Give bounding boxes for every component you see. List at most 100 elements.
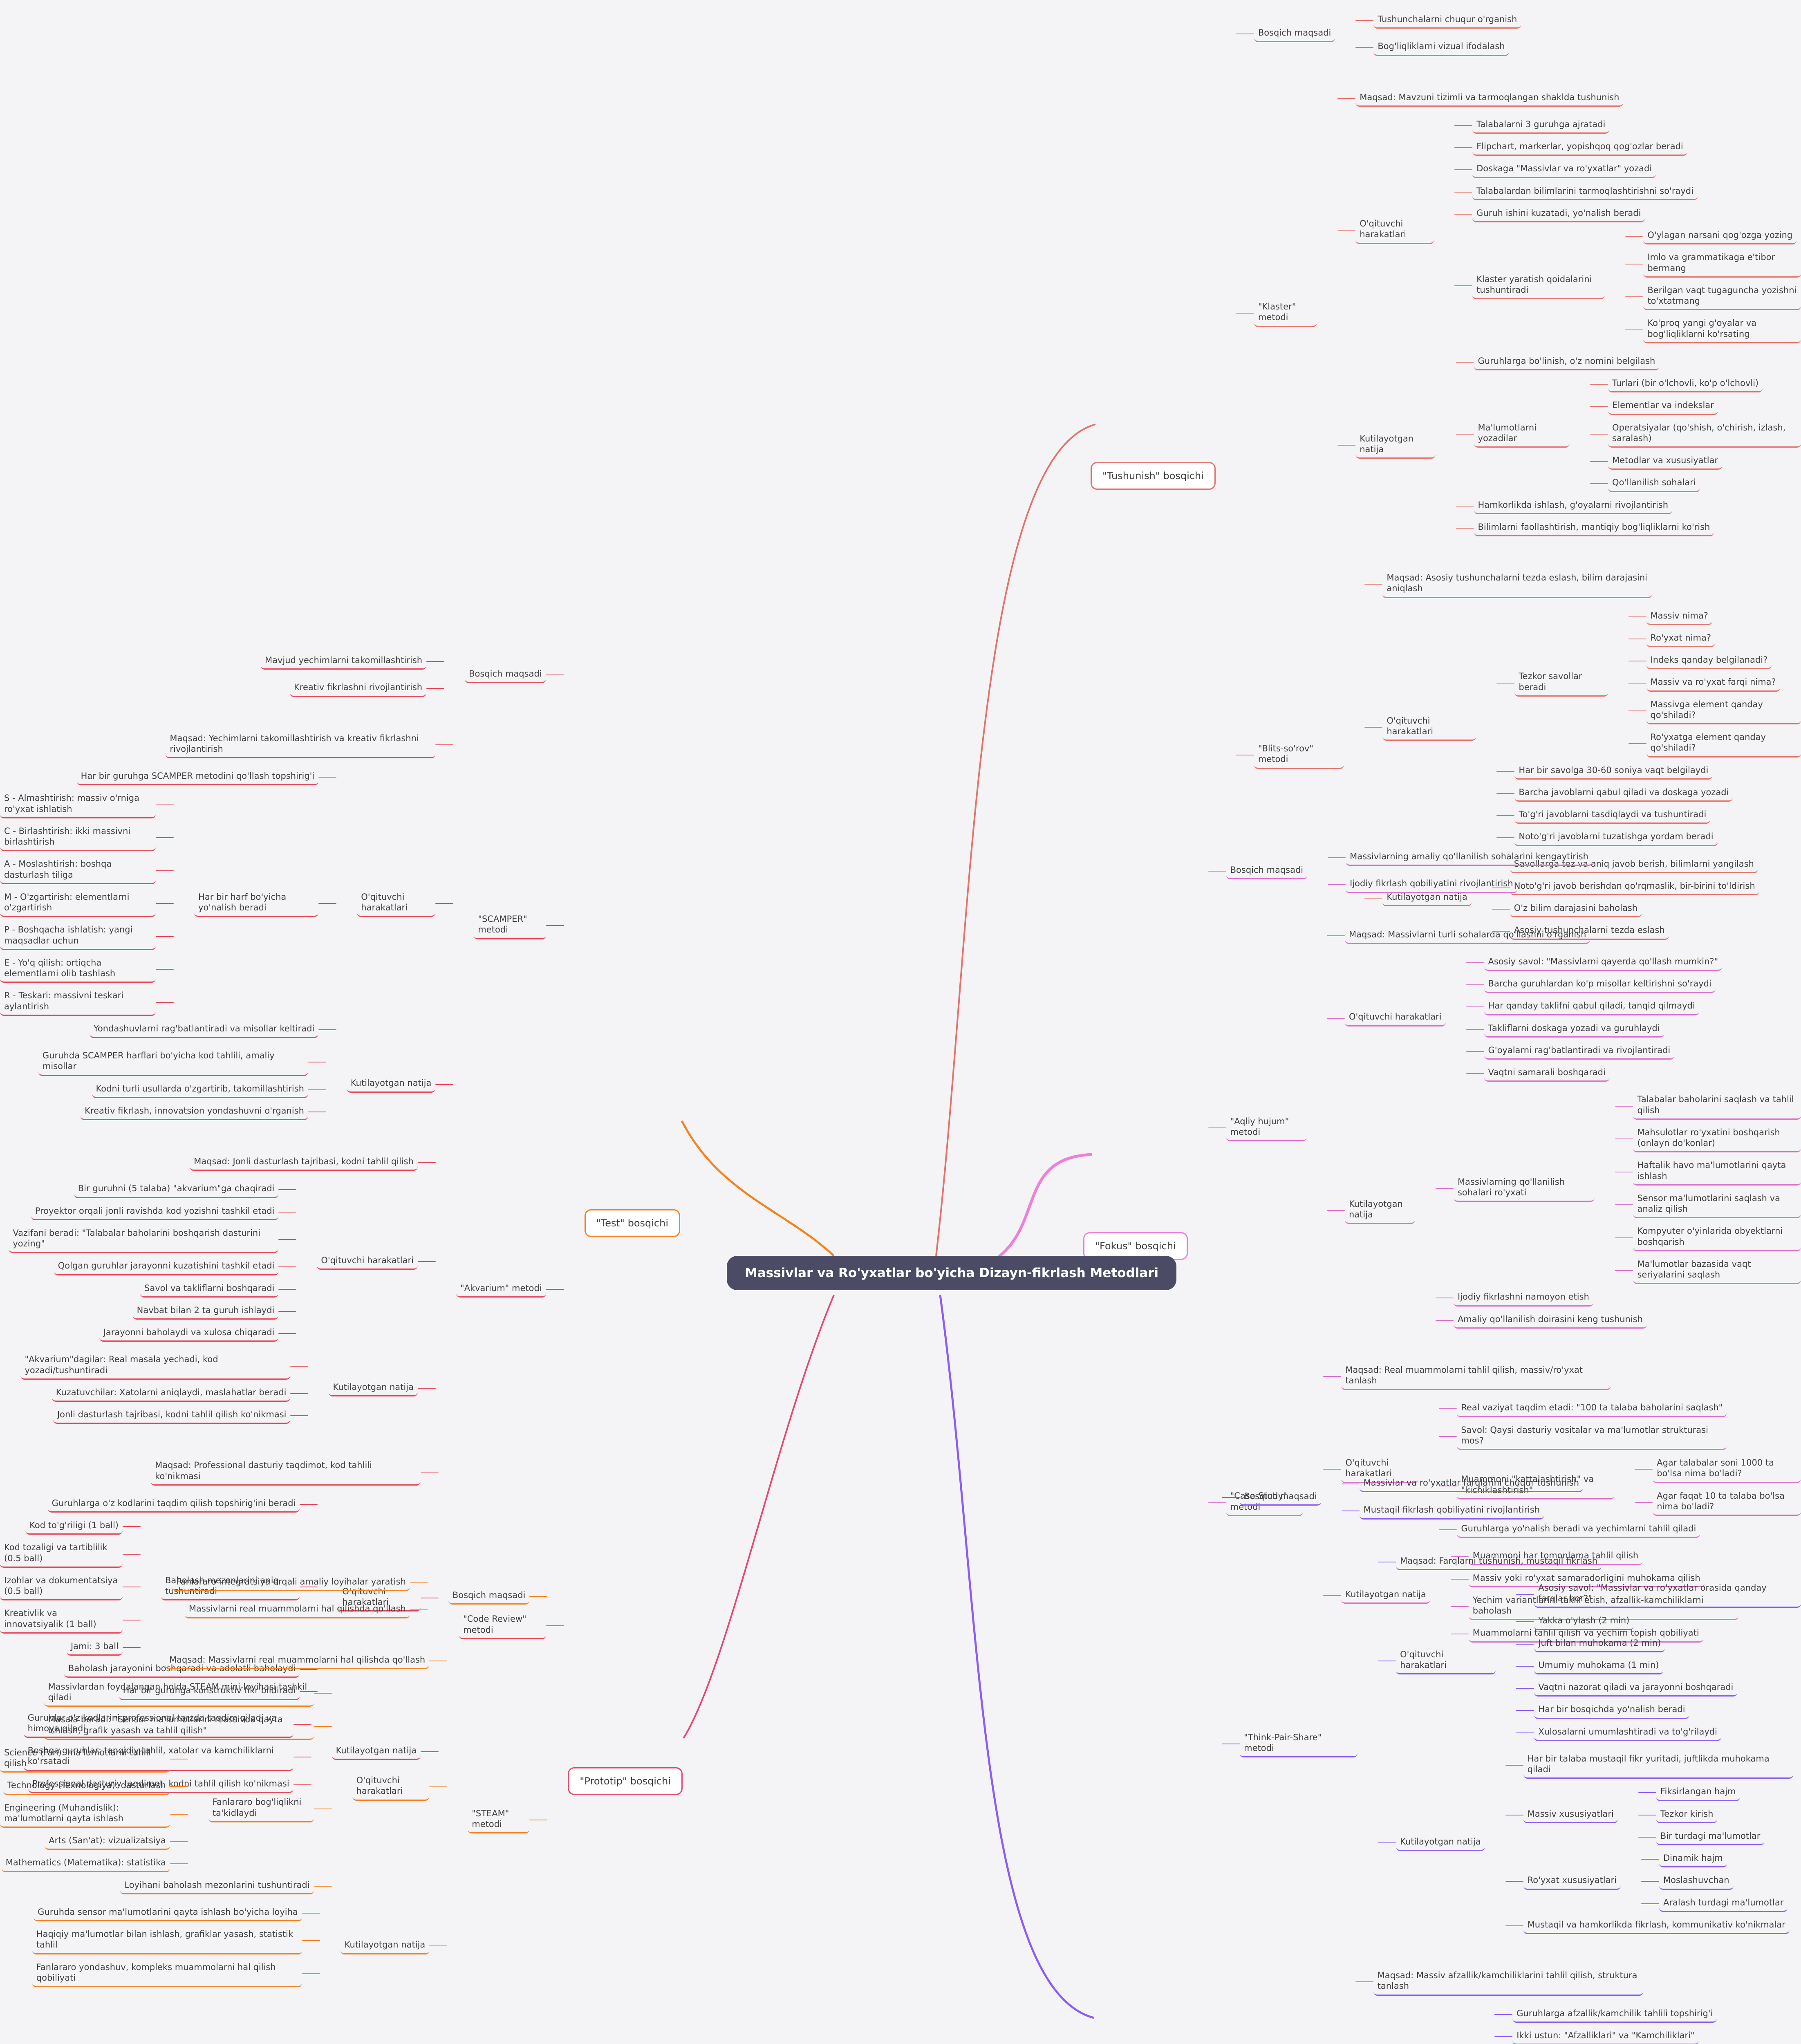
mindmap-node[interactable]: O'ylagan narsani qog'ozga yozing [1643,228,1797,245]
mindmap-node[interactable]: Guruhda SCAMPER harflari bo'yicha kod ta… [38,1049,308,1076]
mindmap-node[interactable]: Umumiy muhokama (1 min) [1534,1658,1663,1674]
mindmap-node[interactable]: Bosqich maqsadi [465,667,546,684]
mindmap-node[interactable]: R - Teskari: massivni teskari aylantiris… [0,988,156,1016]
mindmap-node[interactable]: "Akvarium"dagilar: Real masala yechadi, … [20,1352,291,1380]
mindmap-node[interactable]: Maqsad: Jonli dasturlash tajribasi, kodn… [190,1154,418,1171]
branch-box-fokus[interactable]: "Fokus" bosqichi [1083,1232,1188,1260]
mindmap-node[interactable]: "SCAMPER" metodi [474,912,546,939]
mindmap-node[interactable]: Sensor ma'lumotlarini saqlash va analiz … [1633,1191,1801,1219]
mindmap-node[interactable]: Maqsad: Massiv afzallik/kamchiliklarini … [1373,1968,1643,1996]
mindmap-node[interactable]: Guruhlarga bo'linish, o'z nomini belgila… [1474,354,1660,370]
mindmap-node[interactable]: Real vaziyat taqdim etadi: "100 ta talab… [1457,1401,1727,1417]
mindmap-node[interactable]: Bir guruhni (5 talaba) "akvarium"ga chaq… [74,1181,279,1198]
mindmap-node[interactable]: Qolgan guruhlar jarayonni kuzatishini ta… [54,1259,279,1275]
mindmap-node[interactable]: Massivga element qanday qo'shiladi? [1646,697,1801,724]
mindmap-node[interactable]: Ko'proq yangi g'oyalar va bog'liqliklarn… [1643,316,1801,343]
mindmap-node[interactable]: Moslashuvchan [1659,1873,1734,1890]
mindmap-node[interactable]: Mustaqil fikrlash qobiliyatini rivojlant… [1359,1503,1544,1520]
mindmap-node[interactable]: Kodni turli usullarda o'zgartirib, takom… [92,1082,308,1098]
mindmap-node[interactable]: Mahsulotlar ro'yxatini boshqarish (onlay… [1633,1125,1801,1153]
mindmap-node[interactable]: Massivlar va ro'yxatlar farqlarini chuqu… [1359,1476,1584,1493]
mindmap-node[interactable]: Arts (San'at): vizualizatsiya [45,1833,170,1850]
mindmap-node[interactable]: Maqsad: Professional dasturiy taqdimot, … [151,1458,421,1486]
mindmap-node[interactable]: Savol: Qaysi dasturiy vositalar va ma'lu… [1457,1423,1727,1450]
mindmap-node[interactable]: Yondashuvlarni rag'batlantiradi va misol… [89,1022,319,1038]
mindmap-node[interactable]: Maqsad: Massivlarni turli sohalarda qo'l… [1344,928,1590,944]
mindmap-node[interactable]: Ikki ustun: "Afzalliklari" va "Kamchilik… [1512,2028,1699,2044]
mindmap-node[interactable]: Hamkorlikda ishlash, g'oyalarni rivojlan… [1474,498,1673,514]
mindmap-node[interactable]: Massiv nima? [1646,609,1712,625]
mindmap-node[interactable]: O'qituvchi harakatlari [1396,1647,1496,1674]
mindmap-node[interactable]: Berilgan vaqt tugaguncha yozishni to'xta… [1643,283,1801,311]
mindmap-node[interactable]: Juft bilan muhokama (2 min) [1534,1636,1665,1652]
mindmap-node[interactable]: Talabalar baholarini saqlash va tahlil q… [1633,1092,1801,1120]
mindmap-node[interactable]: Technology (Texnologiya): dasturlash [3,1778,170,1795]
mindmap-node[interactable]: Har bir harf bo'yicha yo'nalish beradi [194,890,319,917]
mindmap-node[interactable]: Guruhlarga yo'nalish beradi va yechimlar… [1457,1522,1700,1538]
mindmap-node[interactable]: Guruh ishini kuzatadi, yo'nalish beradi [1472,206,1645,222]
mindmap-node[interactable]: "Blits-so'rov" metodi [1254,742,1344,769]
mindmap-node[interactable]: Fanlararo bog'liqlikni ta'kidlaydi [208,1795,314,1822]
mindmap-node[interactable]: Massivlarni real muammolarni hal qilishd… [184,1602,410,1618]
mindmap-node[interactable]: Massiv va ro'yxat farqi nima? [1646,675,1780,692]
mindmap-node[interactable]: Tezkor savollar beradi [1514,669,1608,697]
mindmap-node[interactable]: Kreativ fikrlash, innovatsion yondashuvn… [81,1104,308,1120]
mindmap-node[interactable]: Haftalik havo ma'lumotlarini qayta ishla… [1633,1158,1801,1186]
mindmap-node[interactable]: Fanlararo integratsiya orqali amaliy loy… [172,1575,410,1591]
mindmap-node[interactable]: Jonli dasturlash tajribasi, kodni tahlil… [53,1407,291,1424]
mindmap-node[interactable]: Kuzatuvchilar: Xatolarni aniqlaydi, masl… [52,1385,291,1402]
mindmap-node[interactable]: Bosqich maqsadi [448,1588,530,1605]
mindmap-node[interactable]: Kutilayotgan natija [329,1380,418,1396]
mindmap-node[interactable]: O'qituvchi harakatlari [1382,714,1476,741]
mindmap-node[interactable]: Proyektor orqali jonli ravishda kod yozi… [31,1204,279,1220]
mindmap-node[interactable]: Bilimlarni faollashtirish, mantiqiy bog'… [1474,520,1714,536]
mindmap-node[interactable]: Bir turdagi ma'lumotlar [1656,1829,1765,1845]
mindmap-node[interactable]: Kutilayotgan natija [340,1938,430,1954]
mindmap-node[interactable]: O'z bilim darajasini baholash [1510,901,1642,918]
mindmap-node[interactable]: Aralash turdagi ma'lumotlar [1659,1896,1788,1912]
mindmap-node[interactable]: Ijodiy fikrlashni namoyon etish [1453,1290,1593,1307]
mindmap-node[interactable]: Masala beradi: "Sensor ma'lumotlarini ma… [44,1712,314,1740]
mindmap-node[interactable]: Har bir guruhga SCAMPER metodini qo'llas… [76,769,319,786]
mindmap-node[interactable]: Mavjud yechimlarni takomillashtirish [261,653,427,670]
mindmap-node[interactable]: Asosiy savol: "Massivlarni qayerda qo'll… [1484,955,1723,971]
mindmap-node[interactable]: O'qituvchi harakatlari [1344,1010,1446,1026]
mindmap-node[interactable]: Vaqtni samarali boshqaradi [1484,1065,1610,1082]
mindmap-node[interactable]: Kod to'g'riligi (1 ball) [25,1518,123,1535]
mindmap-node[interactable]: Vazifani beradi: "Talabalar baholarini b… [9,1226,279,1253]
mindmap-node[interactable]: Noto'g'ri javoblarni tuzatishga yordam b… [1514,829,1718,846]
mindmap-node[interactable]: Mathematics (Matematika): statistika [1,1856,170,1872]
mindmap-node[interactable]: Imlo va grammatikaga e'tibor bermang [1643,250,1801,278]
mindmap-node[interactable]: E - Yo'q qilish: ortiqcha elementlarni o… [0,956,156,983]
mindmap-node[interactable]: To'g'ri javoblarni tasdiqlaydi va tushun… [1514,807,1711,824]
mindmap-node[interactable]: Kutilayotgan natija [1355,432,1436,459]
mindmap-node[interactable]: Mustaqil va hamkorlikda fikrlash, kommun… [1523,1918,1790,1934]
mindmap-node[interactable]: Kutilayotgan natija [1344,1197,1415,1224]
mindmap-node[interactable]: Maqsad: Mavzuni tizimli va tarmoqlangan … [1355,90,1624,107]
mindmap-node[interactable]: Elementlar va indekslar [1608,398,1718,415]
branch-box-prototip[interactable]: "Prototip" bosqichi [568,1767,683,1795]
mindmap-node[interactable]: S - Almashtirish: massiv o'rniga ro'yxat… [0,791,156,818]
mindmap-node[interactable]: Asosiy savol: "Massivlar va ro'yxatlar o… [1534,1581,1801,1608]
mindmap-node[interactable]: Savol va takliflarni boshqaradi [140,1281,279,1298]
mindmap-node[interactable]: Xulosalarni umumlashtiradi va to'g'rilay… [1534,1725,1721,1741]
mindmap-node[interactable]: Ma'lumotlarni yozadilar [1474,421,1570,448]
mindmap-node[interactable]: Tezkor kirish [1656,1807,1718,1823]
mindmap-node[interactable]: Bosqich maqsadi [1240,1489,1321,1506]
mindmap-node[interactable]: Tushunchalarni chuqur o'rganish [1373,12,1521,29]
mindmap-node[interactable]: Maqsad: Asosiy tushunchalarni tezda esla… [1382,571,1653,598]
mindmap-node[interactable]: Guruhda sensor ma'lumotlarini qayta ishl… [34,1905,302,1921]
mindmap-node[interactable]: Talabalardan bilimlarini tarmoqlashtiris… [1472,184,1698,200]
mindmap-node[interactable]: Massivlarning amaliy qo'llanilish sohala… [1346,849,1593,866]
mindmap-node[interactable]: Maqsad: Yechimlarni takomillashtirish va… [166,731,436,758]
central-topic[interactable]: Massivlar va Ro'yxatlar bo'yicha Dizayn-… [727,1256,1177,1290]
mindmap-node[interactable]: Flipchart, markerlar, yopishqoq qog'ozla… [1472,139,1687,156]
mindmap-node[interactable]: Massivlarning qo'llanilish sohalari ro'y… [1453,1175,1595,1202]
mindmap-node[interactable]: Kod tozaligi va tartiblilik (0.5 ball) [0,1540,123,1568]
mindmap-node[interactable]: "Think-Pair-Share" metodi [1240,1730,1358,1757]
mindmap-node[interactable]: "Aqliy hujum" metodi [1226,1114,1306,1142]
mindmap-node[interactable]: Yakka o'ylash (2 min) [1534,1614,1634,1630]
mindmap-node[interactable]: Ma'lumotlar bazasida vaqt seriyalarini s… [1633,1257,1801,1284]
branch-box-tushunish[interactable]: "Tushunish" bosqichi [1091,462,1216,490]
mindmap-node[interactable]: Kutilayotgan natija [1382,890,1472,907]
